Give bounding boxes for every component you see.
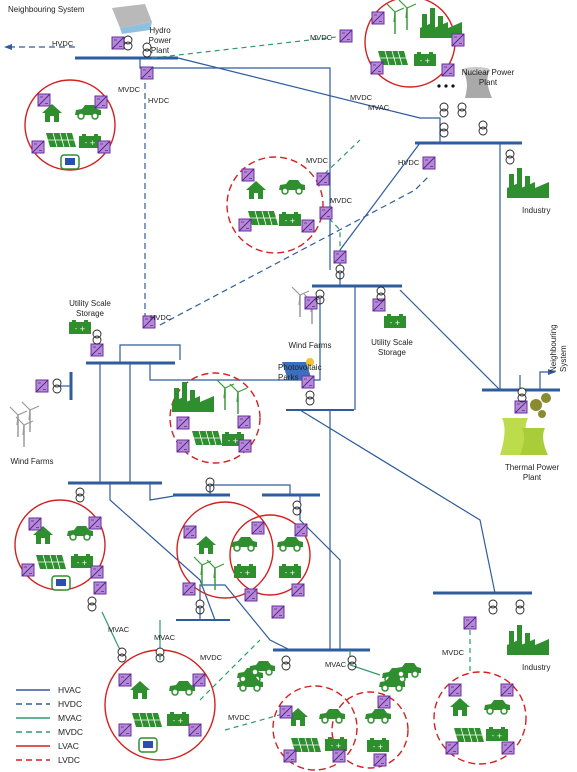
link-label: MVDC	[350, 93, 373, 102]
label-neighbouring-right-2: System	[559, 345, 568, 372]
microgrids	[14, 0, 527, 771]
svg-text:MVDC: MVDC	[58, 727, 83, 737]
label-neighbouring-right: Neighbouring	[549, 324, 558, 372]
arrow-right-icon	[548, 369, 556, 375]
label-hydro: Hydro	[149, 26, 171, 35]
wind-farm-icon	[9, 401, 40, 448]
hv-network	[56, 56, 560, 652]
svg-text:LVDC: LVDC	[58, 755, 80, 765]
label-wind-farms-left: Wind Farms	[10, 457, 53, 466]
label-neighbouring-system: Neighbouring System	[8, 5, 85, 14]
hydro-plant-icon	[112, 4, 152, 34]
link-label: MVAC	[325, 660, 347, 669]
label-industry-bottom: Industry	[522, 663, 550, 672]
label-utility-storage-left-2: Storage	[76, 309, 105, 318]
link-label: MVDC	[228, 713, 251, 722]
legend-item-lvac: LVAC	[16, 741, 79, 751]
generation-assets	[9, 4, 551, 655]
link-label: MVDC	[330, 196, 353, 205]
legend-item-mvdc: MVDC	[16, 727, 83, 737]
link-label: MVDC	[442, 648, 465, 657]
svg-text:MVAC: MVAC	[58, 713, 82, 723]
link-label: MVDC	[306, 156, 329, 165]
label-utility-storage-left: Utility Scale	[69, 299, 111, 308]
legend: HVAC HVDC MVAC MVDC LVAC LVDC	[16, 685, 83, 765]
label-hydro-2: Power	[149, 36, 172, 45]
link-label: HVDC	[52, 39, 74, 48]
hvdc-links	[12, 46, 431, 326]
svg-text:LVAC: LVAC	[58, 741, 79, 751]
link-label: MVAC	[108, 625, 130, 634]
link-label: MVAC	[154, 633, 176, 642]
label-thermal: Thermal Power	[505, 463, 560, 472]
factory-icon	[507, 168, 549, 198]
svg-text:HVDC: HVDC	[58, 699, 82, 709]
svg-text:HVAC: HVAC	[58, 685, 81, 695]
mv-links	[101, 35, 471, 731]
label-industry-top: Industry	[522, 206, 550, 215]
link-label: HVDC	[150, 313, 172, 322]
link-label: MVDC	[310, 33, 333, 42]
arrow-left-icon	[4, 44, 12, 50]
label-thermal-2: Plant	[523, 473, 542, 482]
labels: Neighbouring System Hydro Power Plant Nu…	[8, 5, 568, 722]
network-converters	[35, 29, 528, 630]
link-label: MVAC	[368, 103, 390, 112]
label-hydro-3: Plant	[151, 46, 170, 55]
link-label: HVDC	[148, 96, 170, 105]
label-utility-storage-mid-2: Storage	[378, 348, 407, 357]
link-label: MVDC	[118, 85, 141, 94]
nuclear-plant-icon	[462, 67, 492, 98]
battery-icon	[69, 320, 91, 334]
nuclear-dots	[437, 84, 455, 88]
label-wind-farms-mid: Wind Farms	[288, 341, 331, 350]
label-utility-storage-mid: Utility Scale	[371, 338, 413, 347]
legend-item-mvac: MVAC	[16, 713, 82, 723]
thermal-plant-icon	[500, 393, 551, 455]
battery-icon	[384, 314, 406, 328]
label-nuclear-2: Plant	[479, 78, 498, 87]
legend-item-hvac: HVAC	[16, 685, 81, 695]
link-label: MVDC	[200, 653, 223, 662]
legend-item-lvdc: LVDC	[16, 755, 80, 765]
label-pv: Photovoltaic	[278, 363, 322, 372]
factory-icon	[507, 625, 549, 655]
label-pv-2: Parks	[278, 373, 298, 382]
label-nuclear: Nuclear Power	[462, 68, 515, 77]
legend-item-hvdc: HVDC	[16, 699, 82, 709]
link-label: HVDC	[398, 158, 420, 167]
